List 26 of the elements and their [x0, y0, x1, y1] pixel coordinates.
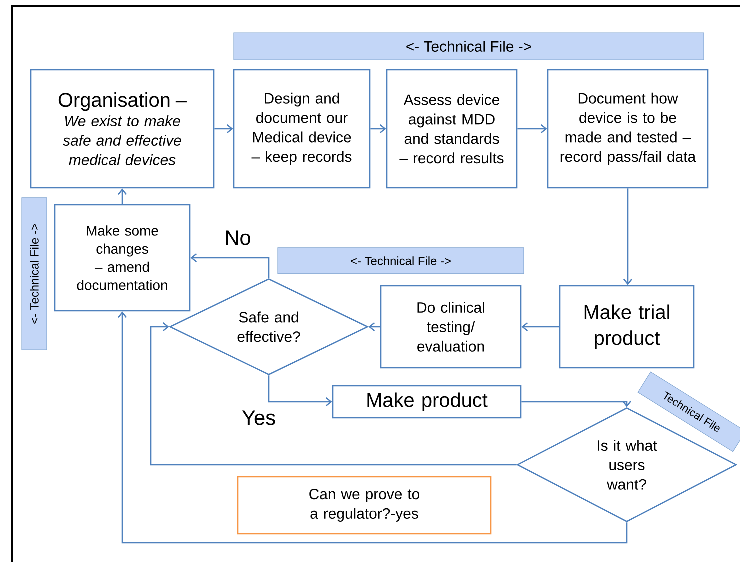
process-box: Design and document our Medical device – keep records — [233, 69, 371, 189]
process-box: Document how device is to be made and tested – record pass/fail data — [547, 69, 709, 189]
arrow — [268, 376, 332, 406]
arrow — [624, 188, 632, 286]
arrow — [118, 188, 128, 204]
arrow — [368, 322, 380, 332]
arrow — [118, 312, 628, 544]
arrow — [370, 124, 386, 134]
note-box: Can we prove to a regulator?-yes — [237, 476, 492, 535]
process-box: Assess device against MDD and standards – record results — [386, 69, 518, 189]
process-box: Make trial product — [559, 285, 695, 369]
process-box: Organisation – We exist to make safe and effective medical devices — [30, 69, 215, 189]
arrow — [518, 124, 548, 134]
arrow — [190, 253, 270, 278]
arrow — [522, 400, 632, 408]
arrow — [522, 322, 560, 332]
arrow — [214, 124, 234, 134]
edge-label: No — [224, 230, 252, 246]
edge-label: Yes — [240, 410, 278, 426]
process-box: Make some changes – amend documentation — [54, 204, 191, 312]
band-label: <- Technical File -> — [278, 248, 524, 274]
band-label: <- Technical File -> — [234, 32, 704, 60]
arrow — [150, 322, 517, 466]
process-box: Make product — [332, 385, 522, 419]
band-label: <- Technical File -> — [22, 198, 48, 350]
process-box: Do clinical testing/ evaluation — [380, 285, 522, 369]
